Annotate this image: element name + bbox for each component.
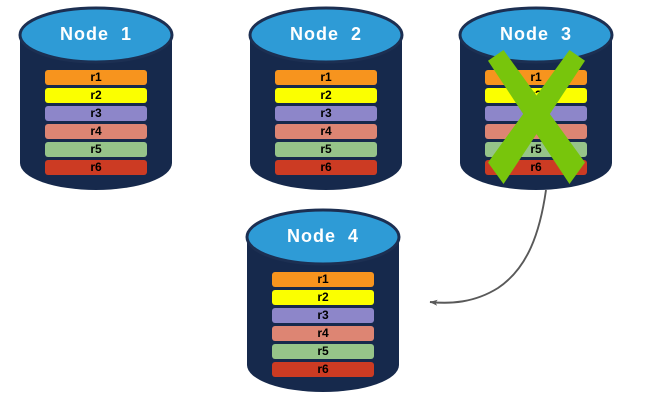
row-label: r1: [317, 272, 329, 286]
row-label: r1: [530, 70, 542, 84]
row-stack: r1 r2 r3 r4 r5 r6: [275, 70, 377, 175]
row-label: r1: [90, 70, 102, 84]
row-stack: r1 r2 r3 r4 r5 r6: [272, 272, 374, 377]
row-label: r4: [90, 124, 102, 138]
row-stack: r1 r2 r3 r4 r5 r6: [485, 70, 587, 175]
row-label: r5: [317, 344, 329, 358]
row-bar-r4[interactable]: r4: [485, 124, 587, 139]
row-label: r3: [320, 106, 332, 120]
row-bar-r3[interactable]: r3: [272, 308, 374, 323]
row-bar-r5[interactable]: r5: [485, 142, 587, 157]
cylinder-top-ellipse: [245, 208, 401, 266]
row-label: r5: [530, 142, 542, 156]
row-bar-r3[interactable]: r3: [275, 106, 377, 121]
row-label: r5: [90, 142, 102, 156]
row-bar-r5[interactable]: r5: [45, 142, 147, 157]
row-bar-r3[interactable]: r3: [45, 106, 147, 121]
row-label: r6: [320, 160, 332, 174]
cylinder-top-ellipse: [458, 6, 614, 64]
cylinder-top-ellipse: [18, 6, 174, 64]
row-bar-r1[interactable]: r1: [275, 70, 377, 85]
row-label: r1: [320, 70, 332, 84]
row-bar-r6[interactable]: r6: [272, 362, 374, 377]
row-label: r5: [320, 142, 332, 156]
row-bar-r6[interactable]: r6: [45, 160, 147, 175]
row-label: r6: [90, 160, 102, 174]
row-stack: r1 r2 r3 r4 r5 r6: [45, 70, 147, 175]
row-bar-r2[interactable]: r2: [45, 88, 147, 103]
row-bar-r4[interactable]: r4: [45, 124, 147, 139]
row-bar-r6[interactable]: r6: [275, 160, 377, 175]
row-label: r4: [530, 124, 542, 138]
row-label: r2: [320, 88, 332, 102]
row-bar-r1[interactable]: r1: [272, 272, 374, 287]
row-label: r3: [317, 308, 329, 322]
row-bar-r3[interactable]: r3: [485, 106, 587, 121]
row-label: r4: [320, 124, 332, 138]
row-label: r4: [317, 326, 329, 340]
row-bar-r6[interactable]: r6: [485, 160, 587, 175]
row-bar-r2[interactable]: r2: [485, 88, 587, 103]
row-bar-r1[interactable]: r1: [45, 70, 147, 85]
row-label: r6: [317, 362, 329, 376]
cylinder-top-ellipse: [248, 6, 404, 64]
row-label: r2: [317, 290, 329, 304]
row-bar-r2[interactable]: r2: [272, 290, 374, 305]
row-label: r2: [90, 88, 102, 102]
row-bar-r4[interactable]: r4: [272, 326, 374, 341]
row-bar-r4[interactable]: r4: [275, 124, 377, 139]
row-label: r3: [90, 106, 102, 120]
row-label: r2: [530, 88, 542, 102]
row-bar-r2[interactable]: r2: [275, 88, 377, 103]
row-label: r6: [530, 160, 542, 174]
row-bar-r1[interactable]: r1: [485, 70, 587, 85]
row-label: r3: [530, 106, 542, 120]
row-bar-r5[interactable]: r5: [275, 142, 377, 157]
row-bar-r5[interactable]: r5: [272, 344, 374, 359]
